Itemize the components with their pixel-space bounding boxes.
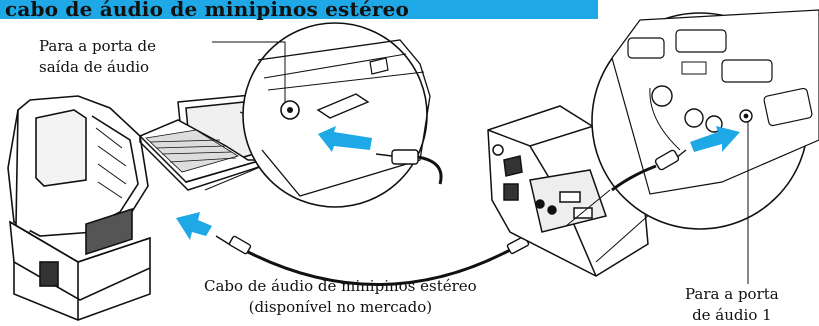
zoom-guide-right — [565, 189, 651, 263]
projector-port-zoom — [591, 9, 819, 230]
arrow-projector — [690, 126, 740, 152]
arrow-laptop — [318, 126, 372, 152]
laptop-port-zoom — [242, 22, 431, 208]
label-audio-out-line1: Para a porta de — [39, 37, 156, 55]
laptop — [138, 93, 263, 191]
label-cable-line2: (disponível no mercado) — [248, 298, 433, 316]
label-cable-line1: Cabo de áudio de minipinos estéreo — [204, 277, 477, 295]
label-cable: Cabo de áudio de minipinos estéreo (disp… — [204, 276, 477, 318]
arrow-monitor — [176, 212, 212, 240]
label-audio-in-line1: Para a porta — [685, 285, 779, 303]
label-audio-out-port: Para a porta de saída de áudio — [39, 36, 156, 78]
stereo-mini-cable — [215, 227, 541, 286]
title-bar: cabo de áudio de minipinos estéreo — [0, 0, 598, 21]
leader-audio-out — [212, 41, 286, 102]
label-audio-out-line2: saída de áudio — [39, 58, 150, 76]
computer-monitor — [7, 95, 151, 321]
page-title: cabo de áudio de minipinos estéreo — [5, 0, 410, 21]
label-audio-in-line2: de áudio 1 — [692, 306, 772, 324]
label-audio-in-port: Para a porta de áudio 1 — [685, 284, 779, 326]
plug-projector — [611, 149, 687, 192]
plug-laptop — [375, 149, 443, 185]
